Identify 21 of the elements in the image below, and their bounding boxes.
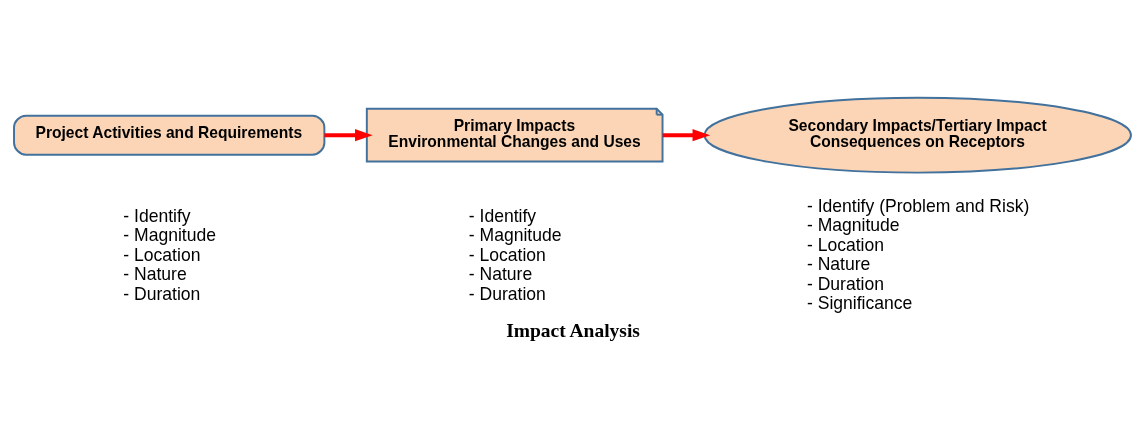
node-label: - Identify xyxy=(468,205,537,226)
node-label: - Location xyxy=(468,244,546,265)
node-label: - Identify (Problem and Risk) xyxy=(806,195,1030,216)
node-box: Project Activities and Requirements xyxy=(13,114,326,156)
node-label: - Duration xyxy=(123,283,201,304)
arrow xyxy=(662,129,711,142)
node-label: - Location xyxy=(806,234,885,255)
node-label: - Magnitude xyxy=(123,225,217,246)
caption: Impact Analysis xyxy=(506,320,640,342)
node-label: - Magnitude xyxy=(468,225,562,246)
node-ellipse: Secondary Impacts/Tertiary Impact Consequences on Receptors xyxy=(703,96,1132,174)
node-label: - Nature xyxy=(806,254,871,275)
node-label: - Nature xyxy=(468,264,533,285)
node-label: - Location xyxy=(123,244,201,265)
node-label: - Identify xyxy=(123,205,191,226)
node-label: - Nature xyxy=(123,264,187,285)
node-label: - Duration xyxy=(468,283,546,304)
arrow xyxy=(324,129,373,142)
node-label: - Duration xyxy=(806,273,885,294)
node-label: - Magnitude xyxy=(806,215,900,236)
node-label: - Significance xyxy=(806,293,913,314)
